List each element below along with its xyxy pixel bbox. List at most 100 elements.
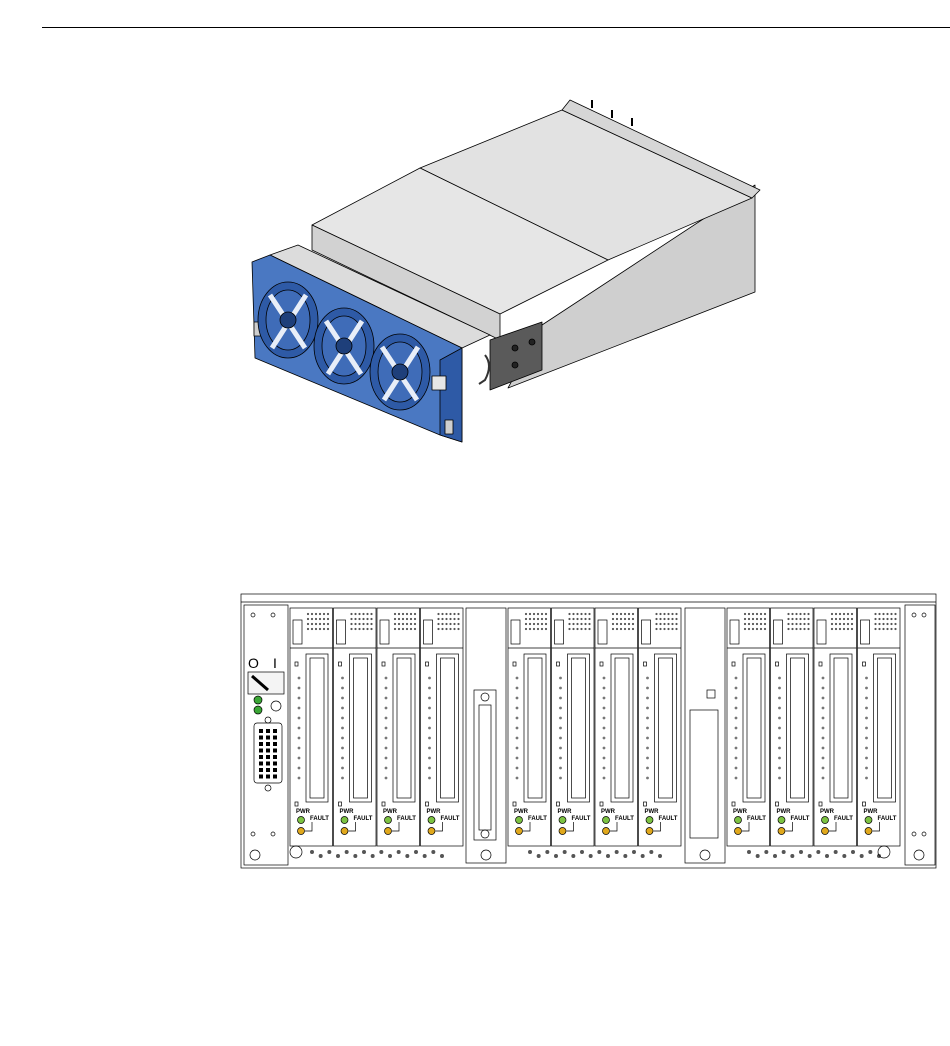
vent-hole bbox=[803, 623, 805, 625]
vent-hole bbox=[748, 623, 750, 625]
card-dot bbox=[341, 727, 344, 730]
vent-hole bbox=[529, 623, 531, 625]
card-dot bbox=[341, 777, 344, 780]
fan-hub-icon bbox=[280, 312, 296, 328]
bottom-vent-hole bbox=[773, 854, 777, 858]
card-dot bbox=[298, 727, 301, 730]
bottom-vent-hole bbox=[816, 850, 820, 854]
ejector-latch[interactable] bbox=[293, 620, 302, 644]
ejector-latch[interactable] bbox=[337, 620, 346, 644]
connector-pin bbox=[273, 736, 277, 740]
vent-hole bbox=[886, 618, 888, 620]
vent-hole bbox=[572, 628, 574, 630]
card-dot bbox=[822, 677, 825, 680]
ejector-latch[interactable] bbox=[598, 620, 607, 644]
vent-hole bbox=[671, 623, 673, 625]
vent-hole bbox=[616, 613, 618, 615]
vent-hole bbox=[886, 628, 888, 630]
ejector-latch[interactable] bbox=[511, 620, 520, 644]
connector-pin bbox=[259, 775, 263, 779]
connector-pin bbox=[273, 749, 277, 753]
card-dot bbox=[516, 747, 519, 750]
ejector-latch[interactable] bbox=[861, 620, 870, 644]
card-dot bbox=[559, 747, 562, 750]
fault-led bbox=[603, 828, 610, 835]
vent-hole bbox=[787, 628, 789, 630]
vent-hole bbox=[327, 613, 329, 615]
fault-led bbox=[865, 828, 872, 835]
vent-hole bbox=[533, 623, 535, 625]
vent-hole bbox=[307, 628, 309, 630]
connector-pin bbox=[259, 729, 263, 733]
connector-pin bbox=[259, 755, 263, 759]
vent-hole bbox=[580, 628, 582, 630]
vent-hole bbox=[831, 623, 833, 625]
bottom-vent-hole bbox=[764, 850, 768, 854]
card-inner-slot bbox=[528, 658, 542, 798]
ejector-latch[interactable] bbox=[642, 620, 651, 644]
card-dot bbox=[298, 687, 301, 690]
bottom-vent-hole bbox=[782, 850, 786, 854]
vent-hole bbox=[787, 618, 789, 620]
card-dot bbox=[865, 717, 868, 720]
vent-hole bbox=[795, 613, 797, 615]
card-dot bbox=[428, 777, 431, 780]
bottom-vent-hole bbox=[563, 850, 567, 854]
vent-hole bbox=[525, 628, 527, 630]
vent-hole bbox=[843, 628, 845, 630]
card-dot bbox=[778, 757, 781, 760]
card-dot bbox=[603, 767, 606, 770]
card-inner-slot bbox=[397, 658, 411, 798]
card-dot bbox=[559, 697, 562, 700]
fan-tray-handle bbox=[479, 355, 489, 384]
card-dot bbox=[865, 707, 868, 710]
vent-hole bbox=[323, 628, 325, 630]
card-dot bbox=[516, 707, 519, 710]
ejector-latch[interactable] bbox=[817, 620, 826, 644]
vent-hole bbox=[756, 613, 758, 615]
vent-hole bbox=[835, 618, 837, 620]
vent-hole bbox=[659, 623, 661, 625]
vent-hole bbox=[890, 623, 892, 625]
vent-hole bbox=[882, 628, 884, 630]
vent-hole bbox=[398, 623, 400, 625]
vent-hole bbox=[671, 628, 673, 630]
vent-hole bbox=[874, 618, 876, 620]
bottom-vent-hole bbox=[834, 850, 838, 854]
vent-hole bbox=[398, 628, 400, 630]
vent-hole bbox=[366, 628, 368, 630]
card-dot bbox=[822, 777, 825, 780]
card-dot bbox=[778, 727, 781, 730]
card-dot bbox=[735, 697, 738, 700]
ejector-latch[interactable] bbox=[424, 620, 433, 644]
fan-1 bbox=[258, 282, 318, 358]
ejector-latch[interactable] bbox=[730, 620, 739, 644]
card-dot bbox=[559, 687, 562, 690]
vent-hole bbox=[394, 618, 396, 620]
pwr-led bbox=[603, 817, 610, 824]
bottom-vent-hole bbox=[440, 854, 444, 858]
vent-hole bbox=[323, 613, 325, 615]
vent-hole bbox=[311, 623, 313, 625]
card-dot bbox=[865, 767, 868, 770]
vent-hole bbox=[354, 628, 356, 630]
vent-hole bbox=[839, 618, 841, 620]
ejector-latch[interactable] bbox=[380, 620, 389, 644]
vent-hole bbox=[453, 628, 455, 630]
vent-hole bbox=[612, 618, 614, 620]
ejector-latch[interactable] bbox=[555, 620, 564, 644]
ejector-latch[interactable] bbox=[774, 620, 783, 644]
bottom-vent-hole bbox=[632, 850, 636, 854]
